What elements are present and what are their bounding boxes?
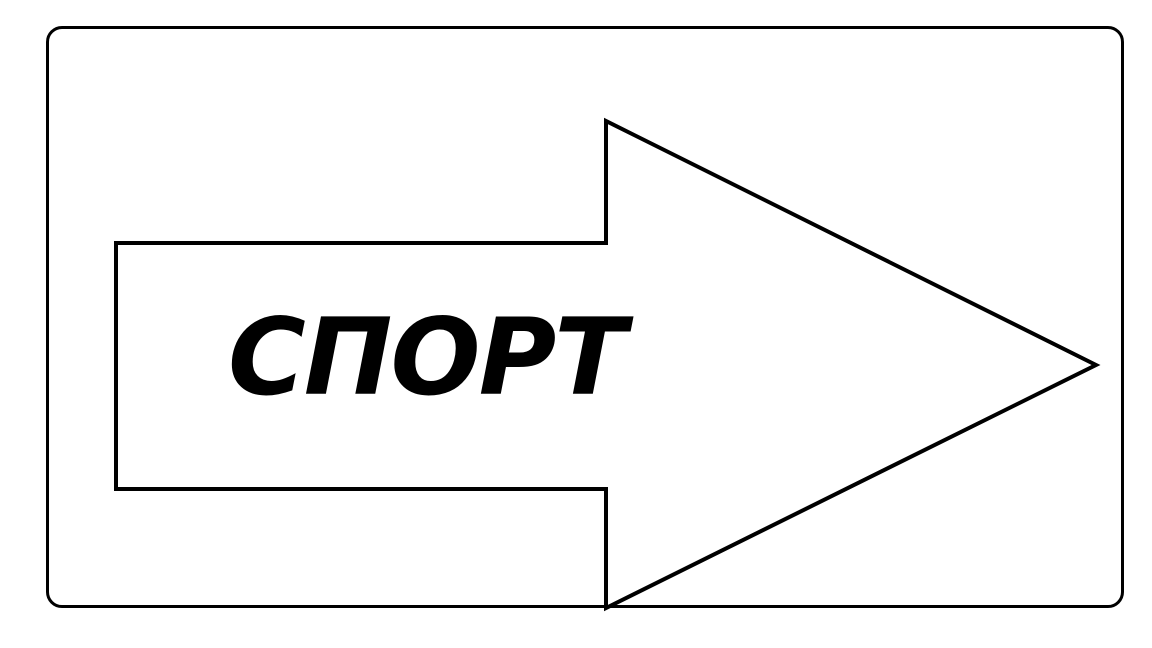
arrow-shape xyxy=(114,117,1101,612)
sign-frame xyxy=(46,26,1124,608)
sign-label: СПОРТ xyxy=(228,296,627,419)
